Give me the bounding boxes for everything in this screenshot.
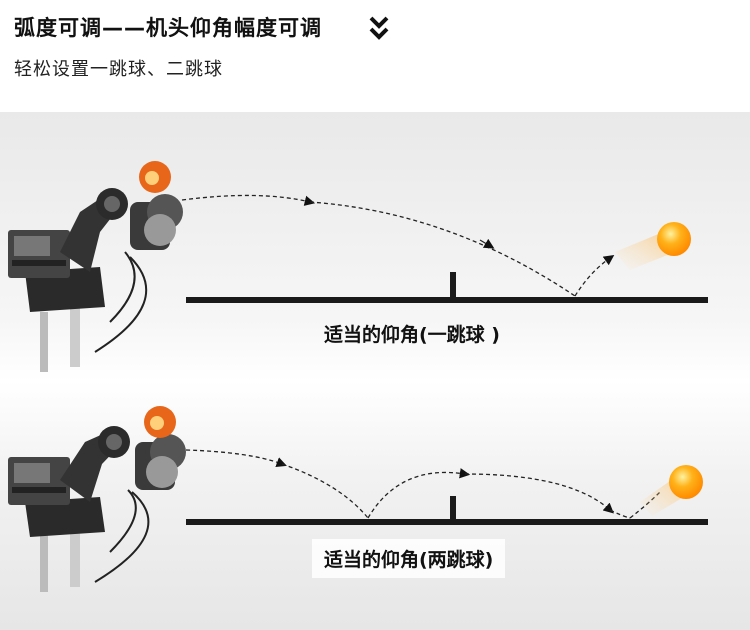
caption-one-bounce: 适当的仰角(一跳球 ) <box>324 324 500 346</box>
table-net <box>450 272 456 300</box>
scene-two-bounces <box>8 406 708 592</box>
illustration-stage: 适当的仰角(一跳球 ) 适当的仰角(两跳球) <box>0 112 750 630</box>
bounce-trajectory <box>367 468 471 519</box>
trajectory-arrow <box>181 194 316 206</box>
table-net <box>450 496 456 522</box>
page-subtitle: 轻松设置一跳球、二跳球 <box>14 59 223 80</box>
trajectory-path <box>281 463 369 519</box>
ping-pong-ball <box>657 222 691 256</box>
ping-pong-ball <box>669 465 703 499</box>
trajectory-arrow <box>185 449 287 468</box>
trajectory-path <box>309 201 576 297</box>
bounce-trajectory <box>574 255 615 297</box>
scene-one-bounce <box>8 161 708 372</box>
ball-machine <box>8 406 186 592</box>
trajectory-illustration <box>8 161 708 592</box>
table-surface <box>186 519 708 525</box>
double-chevron-down-icon <box>369 16 389 40</box>
ball-machine <box>8 161 183 372</box>
page-title: 弧度可调——机头仰角幅度可调 <box>14 16 322 40</box>
caption-two-bounces: 适当的仰角(两跳球) <box>312 539 506 578</box>
header: 弧度可调——机头仰角幅度可调 轻松设置一跳球、二跳球 <box>0 0 750 112</box>
table-surface <box>186 297 708 303</box>
